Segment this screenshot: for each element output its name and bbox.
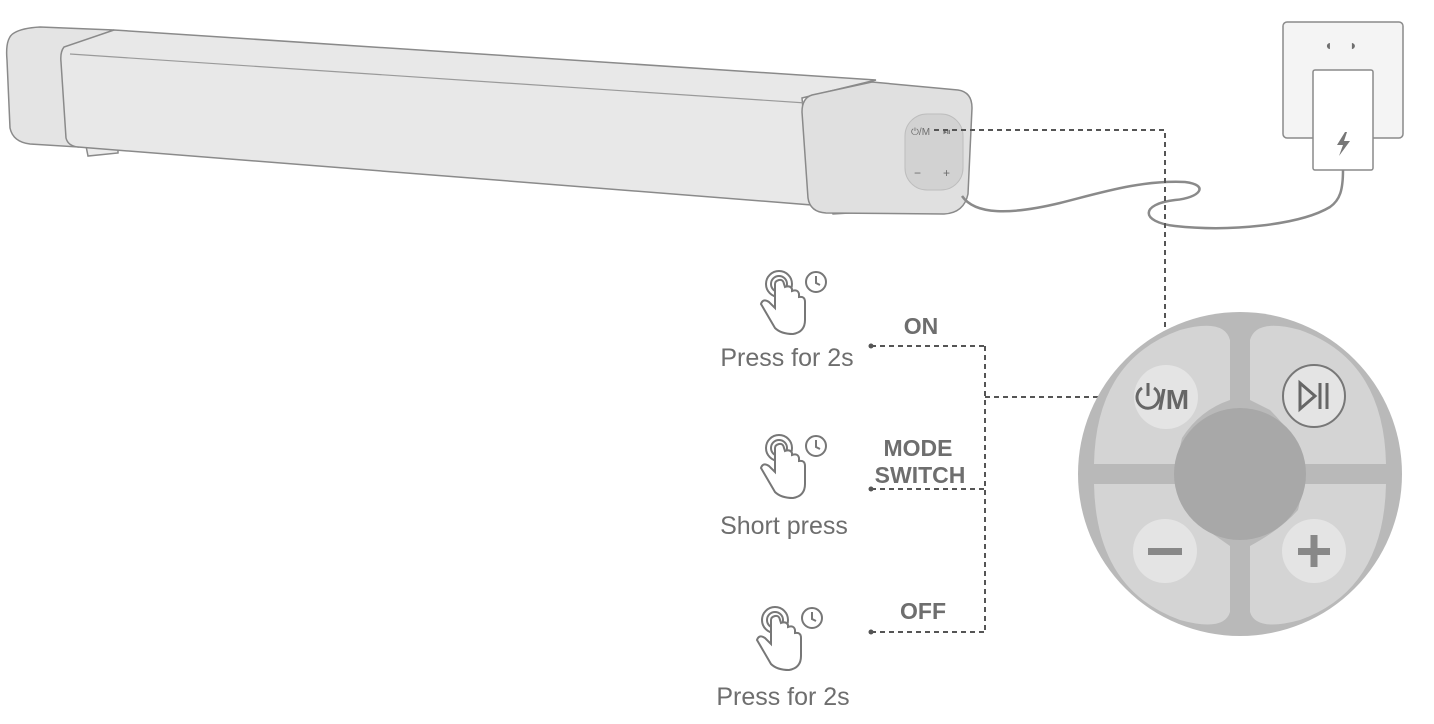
soundbar-body [60,29,877,206]
state-label-switch: SWITCH [875,462,966,488]
action-caption-on: Press for 2s [720,344,853,372]
state-label-off: OFF [900,598,946,624]
svg-text:◖: ◖ [1324,37,1332,53]
plus-icon [1298,535,1330,567]
control-pad: /M [1078,312,1402,636]
state-label-mode: MODE [884,435,953,461]
control-pad-center [1174,408,1306,540]
soundbar-control-panel [904,113,964,191]
power-adapter[interactable] [1312,69,1374,171]
power-mode-label: /M [1158,384,1189,415]
svg-text:◗: ◗ [1349,37,1357,53]
soundbar-left-cap [5,26,115,148]
finger-press-icon [759,270,827,336]
soundbar: ⏻/M ⏯ − + [5,26,973,215]
soundbar-play-button-label[interactable]: ⏯ [943,127,951,138]
action-caption-off: Press for 2s [716,683,849,711]
state-label-on: ON [904,313,939,339]
soundbar-power-button-label[interactable]: ⏻/M [911,127,930,138]
soundbar-minus-button-label[interactable]: − [914,166,921,180]
connector-panel-to-pad [934,129,1166,352]
finger-press-icon [755,606,823,672]
play-pause-icon [1298,379,1329,413]
finger-press-icon [759,434,827,500]
power-cable [960,169,1345,230]
minus-icon [1148,548,1182,555]
soundbar-plus-button-label[interactable]: + [943,166,950,180]
lightning-icon [1337,132,1350,156]
power-icon [1135,383,1161,410]
action-caption-mode: Short press [720,512,848,540]
